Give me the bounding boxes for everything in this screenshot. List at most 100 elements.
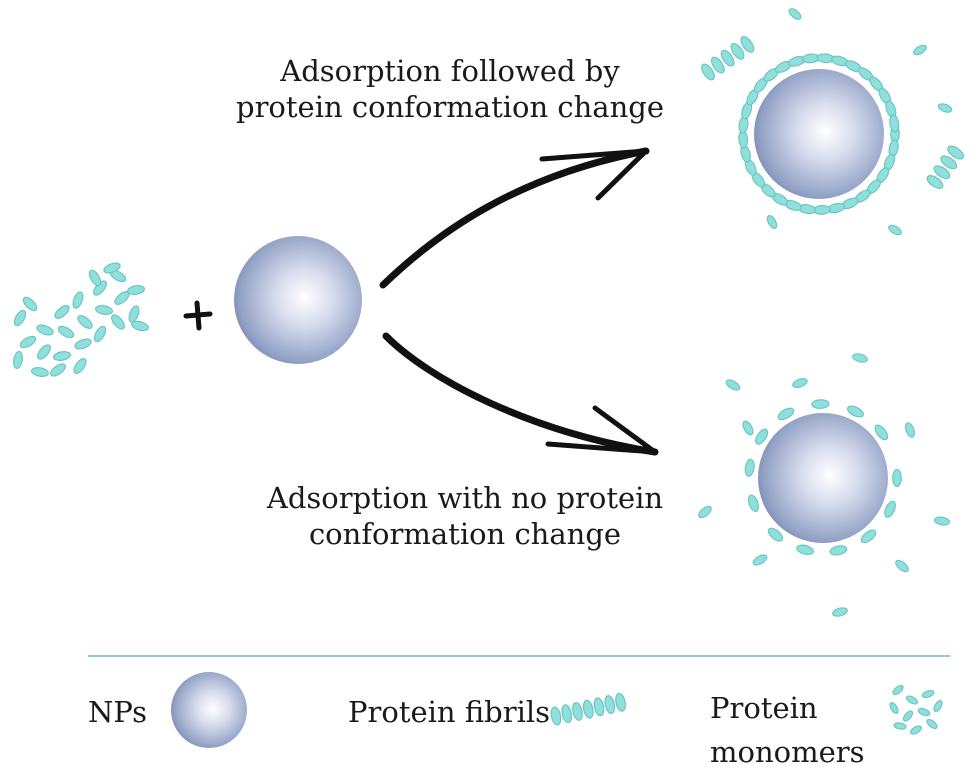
legend-fibrils-label: Protein fibrils (348, 695, 551, 729)
top-pathway-label: Adsorption followed by protein conformat… (215, 53, 685, 125)
legend-nanoparticle-icon (171, 672, 247, 748)
protein-fibril-bead (720, 49, 735, 67)
legend-monomers-label-line-1: Protein (710, 691, 818, 725)
protein-monomer-corona-bottom (744, 399, 902, 556)
plus-sign-icon (183, 300, 213, 331)
top-pathway-label-line-2: protein conformation change (236, 90, 664, 124)
protein-fibril-bead (615, 692, 626, 712)
protein-monomer (846, 405, 864, 418)
protein-monomer (37, 344, 51, 360)
protein-monomer (905, 695, 919, 705)
bottom-pathway-label: Adsorption with no protein conformation … (225, 480, 705, 552)
arrow-to-top-complex (379, 147, 650, 289)
protein-monomer (917, 707, 931, 717)
protein-monomer (921, 689, 935, 699)
protein-fibril-bead (561, 704, 573, 724)
legend-protein-monomer-icon (889, 684, 943, 735)
protein-monomer (128, 305, 140, 323)
protein-monomer (93, 325, 107, 343)
protein-monomer (892, 684, 904, 696)
legend-monomers-label: Protein monomers (710, 686, 865, 774)
protein-fibril-bead (740, 36, 755, 53)
protein-monomer (933, 699, 943, 713)
protein-monomer (909, 725, 923, 735)
protein-monomer-cluster-left (13, 262, 149, 377)
protein-monomer (796, 544, 815, 556)
protein-fibril-bead (701, 63, 715, 81)
protein-fibril-bead (582, 699, 594, 719)
protein-fibril-bead (933, 165, 951, 180)
legend-nps-label: NPs (88, 695, 147, 729)
protein-monomer (888, 224, 902, 236)
legend-protein-fibril-icon (550, 692, 626, 726)
protein-monomer (755, 428, 769, 445)
protein-monomer (860, 529, 877, 544)
protein-monomer (792, 378, 808, 388)
protein-monomer (52, 351, 72, 361)
arrow-to-bottom-complex (382, 332, 659, 456)
protein-monomer (54, 305, 70, 319)
protein-monomer (767, 527, 784, 542)
protein-monomer (88, 269, 102, 287)
protein-monomer (788, 8, 802, 20)
protein-monomer (766, 215, 778, 229)
protein-monomer (892, 468, 902, 488)
protein-monomer (895, 559, 909, 573)
protein-monomer (22, 296, 38, 312)
protein-monomer (832, 607, 848, 617)
protein-monomer (777, 407, 795, 421)
nanoparticle-top-complex (754, 69, 884, 199)
protein-monomer (77, 315, 93, 329)
protein-monomer (19, 335, 37, 349)
protein-monomer (13, 309, 27, 327)
protein-monomer (829, 545, 848, 556)
protein-monomer (933, 516, 951, 526)
protein-fibril-bead (940, 155, 958, 170)
protein-fibril-bead (604, 695, 616, 715)
protein-monomer (926, 718, 938, 730)
protein-monomer (126, 285, 146, 295)
protein-fibril-bead (889, 114, 900, 133)
protein-monomer (893, 722, 907, 730)
protein-monomer (937, 103, 953, 113)
free-protein-fibrils-top (701, 8, 965, 236)
protein-monomer (744, 458, 755, 477)
bottom-pathway-label-line-2: conformation change (308, 517, 622, 551)
protein-monomer (30, 367, 50, 377)
protein-monomer (698, 505, 712, 519)
protein-monomer (50, 363, 66, 377)
protein-monomer (742, 420, 754, 436)
protein-monomer (889, 701, 899, 715)
protein-monomer (94, 305, 114, 315)
protein-monomer (74, 338, 92, 350)
protein-fibril-bead (947, 145, 965, 160)
central-nanoparticle (234, 236, 362, 364)
protein-monomer (72, 291, 84, 309)
protein-monomer (874, 424, 889, 441)
protein-fibril-bead (926, 175, 944, 189)
protein-monomer (111, 314, 125, 330)
protein-fibril-bead (593, 697, 605, 717)
legend-monomers-label-line-2: monomers (710, 735, 865, 769)
protein-monomer (905, 422, 915, 438)
protein-monomer (884, 500, 896, 518)
protein-fibril-bead (730, 42, 745, 60)
protein-monomer (752, 554, 768, 566)
protein-monomer (131, 320, 149, 332)
protein-monomer (57, 325, 75, 339)
protein-monomer (725, 379, 741, 391)
protein-monomer (902, 710, 914, 722)
protein-monomer (811, 399, 830, 409)
nanoparticle-bottom-complex (758, 413, 888, 543)
protein-fibril-bead (572, 701, 583, 721)
protein-monomer (36, 324, 54, 336)
bottom-pathway-label-line-1: Adsorption with no protein (266, 481, 664, 515)
protein-fibril-bead (710, 56, 725, 74)
protein-monomer (103, 262, 121, 274)
free-protein-monomers-bottom (698, 353, 951, 617)
protein-fibril-bead (550, 706, 562, 726)
protein-monomer (852, 353, 868, 363)
protein-fibril-corona-top (738, 53, 900, 215)
